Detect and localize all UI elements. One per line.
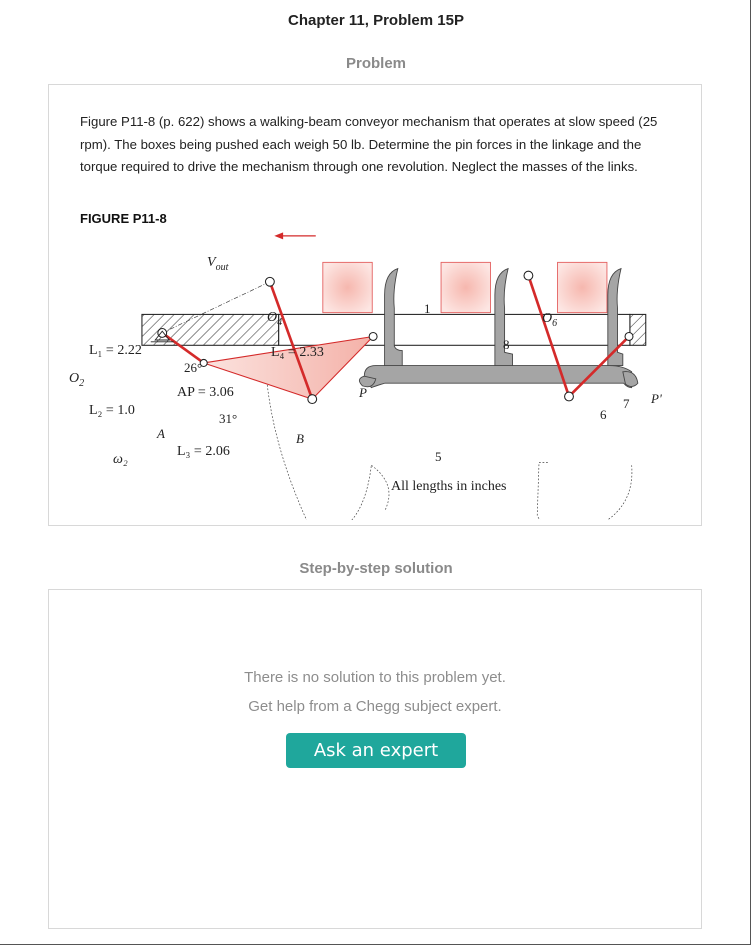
figure-caption: All lengths in inches	[391, 479, 507, 494]
l2-label: L₂ = 1.0	[89, 403, 135, 418]
expert-help-message: Get help from a Chegg subject expert.	[248, 698, 502, 715]
figure-label: FIGURE P11-8	[80, 211, 167, 226]
point-a-label: A	[157, 426, 165, 441]
point-p-prime-label: P'	[651, 391, 662, 406]
problem-statement: Figure P11-8 (p. 622) shows a walking-be…	[80, 114, 658, 174]
o4-label: O4	[267, 310, 283, 328]
finger-3	[607, 267, 624, 367]
figure-labels: Vout O4 O2 O6 L₁ = 2.22 L₂ = 1.0 L₃ = 2.…	[49, 85, 701, 525]
o2-label: O2	[69, 371, 85, 389]
l1-label: L₁ = 2.22	[89, 343, 142, 358]
page-title: Chapter 11, Problem 15P	[288, 12, 464, 29]
mechanism-figure	[141, 232, 647, 520]
coupler-triangle	[203, 335, 375, 400]
link-7-label: 7	[623, 396, 630, 411]
crank-l2	[161, 331, 205, 365]
beam-lobe-left	[359, 375, 377, 388]
solution-section-label: Step-by-step solution	[299, 560, 453, 577]
ap-label: AP = 3.06	[177, 385, 234, 400]
point-p-label: P	[359, 385, 367, 400]
rocker-l4	[268, 281, 314, 400]
finger-1	[384, 267, 403, 367]
omega-label: ω₂	[113, 452, 128, 467]
o6-label: O6	[542, 311, 558, 329]
no-solution-message: There is no solution to this problem yet…	[244, 669, 506, 686]
link-6-label: 6	[600, 407, 607, 422]
vout-label: Vout	[207, 255, 229, 273]
l4-label: L₄ = 2.33	[271, 345, 324, 360]
l3-label: L₃ = 2.06	[177, 444, 230, 459]
point-b-label: B	[296, 431, 304, 446]
ask-expert-button[interactable]: Ask an expert	[286, 733, 466, 768]
problem-section-label: Problem	[345, 55, 406, 72]
angle-26-label: 26°	[184, 360, 203, 375]
link-5-label: 5	[435, 449, 442, 464]
angle-31-label: 31°	[219, 411, 238, 426]
link-8-label: 8	[503, 337, 510, 352]
link-7	[568, 335, 630, 398]
beam-lobe-right	[622, 371, 639, 387]
conveyor-rail	[278, 313, 631, 346]
solution-box: There is no solution to this problem yet…	[48, 589, 702, 929]
box-3	[557, 261, 608, 314]
box-2	[440, 261, 491, 314]
link-1-label: 1	[424, 301, 431, 316]
problem-box: Figure P11-8 (p. 622) shows a walking-be…	[48, 84, 702, 526]
box-1	[322, 261, 373, 314]
rocker-link-6	[527, 275, 571, 397]
finger-2	[494, 267, 513, 367]
